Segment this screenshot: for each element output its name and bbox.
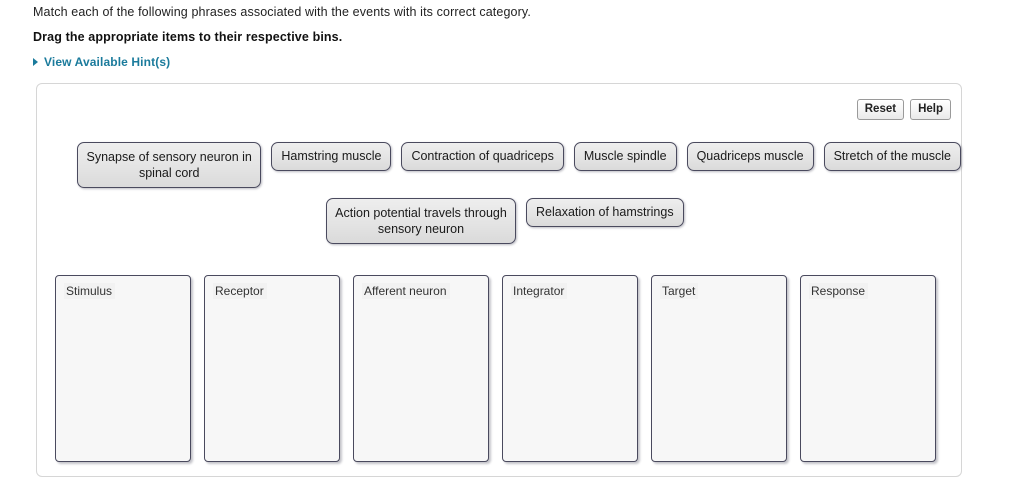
drop-bin-stimulus[interactable]: Stimulus <box>55 275 191 462</box>
drop-bin-integrator[interactable]: Integrator <box>502 275 638 462</box>
question-text: Match each of the following phrases asso… <box>33 5 531 19</box>
drag-item[interactable]: Synapse of sensory neuron in spinal cord <box>77 142 262 188</box>
drop-bin-target[interactable]: Target <box>651 275 787 462</box>
caret-right-icon <box>33 58 38 66</box>
activity-panel: Reset Help Synapse of sensory neuron in … <box>36 83 962 477</box>
drop-bin-response[interactable]: Response <box>800 275 936 462</box>
drag-item[interactable]: Muscle spindle <box>573 142 677 171</box>
drag-item[interactable]: Stretch of the muscle <box>823 142 961 171</box>
drag-item[interactable]: Action potential travels through sensory… <box>326 198 516 244</box>
bin-label: Stimulus <box>64 283 116 299</box>
drag-items-row-2: Action potential travels through sensory… <box>37 198 961 244</box>
bin-label: Afferent neuron <box>362 283 450 299</box>
bin-label: Response <box>809 283 869 299</box>
drag-item[interactable]: Contraction of quadriceps <box>401 142 564 171</box>
drag-item[interactable]: Hamstring muscle <box>271 142 392 171</box>
drag-items-zone: Synapse of sensory neuron in spinal cord… <box>37 142 961 254</box>
view-hints-link[interactable]: View Available Hint(s) <box>33 55 170 69</box>
bin-label: Integrator <box>511 283 568 299</box>
drag-item[interactable]: Quadriceps muscle <box>686 142 814 171</box>
prompt-area: Match each of the following phrases asso… <box>33 0 993 71</box>
reset-button[interactable]: Reset <box>856 99 905 120</box>
help-button[interactable]: Help <box>910 99 951 120</box>
drop-bin-receptor[interactable]: Receptor <box>204 275 340 462</box>
drop-bins-zone: Stimulus Receptor Afferent neuron Integr… <box>55 275 945 462</box>
panel-toolbar: Reset Help <box>856 99 951 120</box>
view-hints-label: View Available Hint(s) <box>44 55 171 69</box>
instruction-text: Drag the appropriate items to their resp… <box>33 30 343 44</box>
drag-item[interactable]: Relaxation of hamstrings <box>526 198 684 227</box>
bin-label: Target <box>660 283 699 299</box>
bin-label: Receptor <box>213 283 267 299</box>
drag-items-row-1: Synapse of sensory neuron in spinal cord… <box>37 142 961 188</box>
drop-bin-afferent-neuron[interactable]: Afferent neuron <box>353 275 489 462</box>
